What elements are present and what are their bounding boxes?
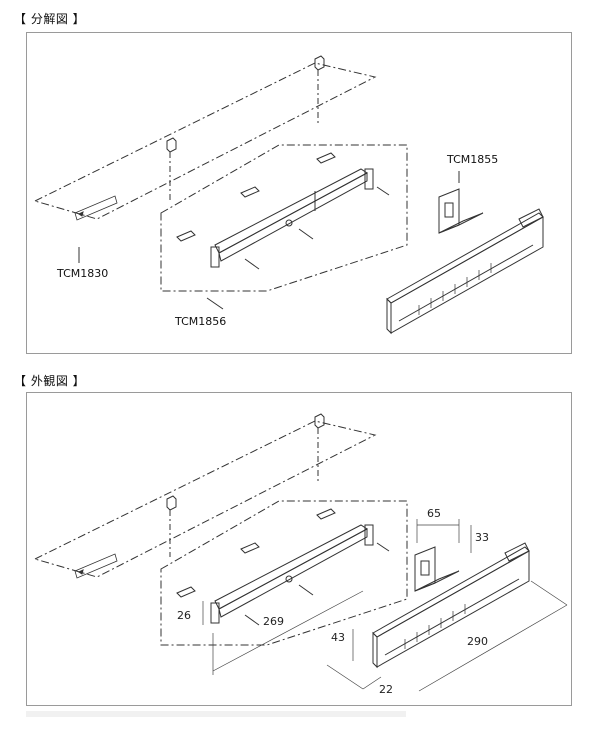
bottom-rule bbox=[26, 711, 406, 717]
dim-269: 269 bbox=[263, 615, 284, 628]
dim-22: 22 bbox=[379, 683, 393, 696]
dim-33: 33 bbox=[475, 531, 489, 544]
dim-26: 26 bbox=[177, 609, 191, 622]
anchors bbox=[176, 152, 390, 270]
exploded-diagram: TCM1830 TCM1856 TCM1855 bbox=[33, 55, 544, 335]
ext-mounting-plate-outline bbox=[160, 500, 408, 646]
label-tcm1856: TCM1856 bbox=[174, 315, 226, 328]
main-unit bbox=[386, 208, 544, 335]
label-tcm1855: TCM1855 bbox=[446, 153, 498, 166]
mounting-bar bbox=[214, 168, 368, 254]
holder-bracket bbox=[438, 171, 484, 234]
exterior-view-frame: 65 33 26 269 43 290 22 bbox=[26, 392, 572, 706]
exterior-diagram: 65 33 26 269 43 290 22 bbox=[33, 413, 568, 696]
dim-43: 43 bbox=[331, 631, 345, 644]
pin-top bbox=[314, 55, 325, 71]
label-tcm1830: TCM1830 bbox=[56, 267, 108, 280]
exterior-section-title: 【 外観図 】 bbox=[14, 374, 86, 388]
exploded-view-frame: TCM1830 TCM1856 TCM1855 bbox=[26, 32, 572, 354]
ext-sticker-label bbox=[74, 553, 118, 579]
dim-290: 290 bbox=[467, 635, 488, 648]
sticker-sheet-outline bbox=[33, 62, 377, 220]
dim-65: 65 bbox=[427, 507, 441, 520]
sticker-label bbox=[74, 195, 118, 221]
pin-left bbox=[166, 137, 177, 153]
ext-sticker-sheet-outline bbox=[33, 420, 377, 578]
mounting-plate-outline bbox=[160, 144, 408, 292]
exploded-section-title: 【 分解図 】 bbox=[14, 12, 86, 26]
